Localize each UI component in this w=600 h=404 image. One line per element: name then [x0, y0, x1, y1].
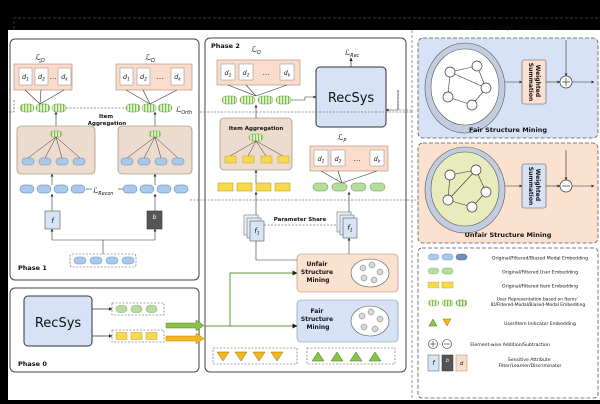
user-representation-row-phase2	[221, 95, 292, 105]
phase0-user-embeddings	[115, 305, 158, 313]
svg-text:…: …	[354, 155, 361, 163]
loss-discriminator-right: ℒD	[145, 53, 155, 64]
svg-text:b: b	[153, 214, 157, 221]
loss-orth: ℒOrth	[176, 105, 192, 116]
svg-text:…: …	[263, 69, 270, 77]
phase2-panel: Phase 2 ℒD d1 d2 … dk Item Aggregation	[204, 37, 407, 373]
item-flow-arrow	[165, 332, 205, 345]
filter-f1-user: f1	[336, 211, 358, 239]
fan-lines-left	[24, 89, 65, 105]
phase0-item-embeddings	[115, 332, 158, 340]
weighted-summation-label-bottom: Weighted Summation	[527, 167, 541, 205]
legend-item-item: Original/Filtered Item Embedding	[427, 281, 578, 290]
user-flow-arrow	[165, 319, 205, 332]
recsys-phase0-box	[23, 295, 93, 347]
svg-text:f1: f1	[347, 224, 352, 234]
loss-rec: ℒRec	[345, 48, 360, 59]
unfair-structure-mining-box: Unfair Structure Mining	[296, 253, 399, 293]
loss-discriminator-left: ℒD	[35, 53, 45, 64]
modal-embedding-row-left	[19, 184, 86, 194]
legend-item-user: Original/Filtered User Embedding	[427, 267, 578, 276]
parameter-share-label: Parameter Share	[274, 217, 327, 223]
item-aggregation-box-phase2: Item Aggregation	[219, 117, 293, 171]
filter-f1-item: f1	[243, 214, 265, 242]
legend-text-1: Original/Filtered User Embedding	[502, 270, 578, 276]
user-indicator-triangles	[311, 351, 382, 362]
discriminator-block-phase2: d1 d2 … dk	[216, 59, 301, 86]
phase0-panel: Phase 0 RecSys	[9, 287, 205, 373]
fair-structure-mining-title: Fair Structure Mining	[469, 126, 547, 134]
item-aggregation-box-left	[16, 125, 96, 175]
fair-box-label: Fair Structure Mining	[301, 308, 335, 331]
legend-item-indicator: User/Item Indicator Embedding	[428, 318, 576, 327]
unfair-structure-mining-panel: Weighted Summation Unfair Structure Mini…	[417, 142, 599, 244]
svg-text:d2: d2	[38, 73, 45, 83]
svg-text:d2: d2	[140, 73, 147, 83]
legend-text-3: User Representation based on Items' ID/F…	[491, 297, 586, 309]
svg-text:…: …	[50, 73, 57, 81]
loss-discriminator-phase2: ℒD	[251, 45, 261, 56]
filter-f: f	[44, 210, 61, 230]
learner-b: b	[146, 210, 163, 230]
modal-embedding-row-right	[122, 184, 189, 194]
phase2-label: Phase 2	[211, 42, 240, 50]
svg-text:d2: d2	[242, 69, 249, 79]
svg-text:b: b	[446, 358, 449, 364]
loss-recon: ℒRecon	[93, 186, 113, 197]
svg-text:f: f	[51, 217, 55, 225]
svg-text:d1: d1	[22, 73, 29, 83]
legend-text-0: Original/Filtered/Biased Modal Embedding	[492, 256, 588, 262]
svg-text:d1: d1	[224, 69, 231, 79]
unfair-structure-mining-title: Unfair Structure Mining	[465, 231, 552, 239]
discriminator-block-left: d1 d2 … dk	[13, 63, 73, 91]
svg-text:d1: d1	[123, 73, 130, 83]
user-graph-construction-title: User-User Graph Construction	[461, 23, 558, 31]
user-embedding-row-phase2	[312, 182, 386, 192]
user-representation-row-right	[125, 103, 173, 113]
svg-text:d1: d1	[317, 155, 324, 165]
discriminator-block-right: d1 d2 … dk	[115, 63, 193, 91]
recsys-phase2-label: RecSys	[328, 91, 375, 106]
svg-text:dk: dk	[374, 155, 381, 165]
weighted-summation-label-top: Weighted Summation	[527, 63, 541, 101]
fair-structure-mining-panel: Weighted Summation Fair Structure Mining	[417, 37, 599, 139]
item-aggregation-label-phase1: Item Aggregation	[88, 114, 127, 127]
legend-text-5: Element-wise Addition/Subtraction	[470, 342, 550, 348]
predictor-block-phase2: d1 d2 … dk	[309, 145, 389, 172]
item-aggregation-box-right	[117, 125, 193, 175]
legend-text-6: Sensitive Attribute Filter/Learner/Discr…	[499, 357, 562, 369]
phase0-label: Phase 0	[18, 360, 47, 368]
legend-item-user-representation: User Representation based on Items' ID/F…	[427, 297, 586, 309]
svg-text:f1: f1	[254, 227, 259, 237]
legend-text-4: User/Item Indicator Embedding	[504, 321, 576, 327]
recsys-phase0-label: RecSys	[35, 316, 82, 331]
legend-text-2: Original/Filtered Item Embedding	[502, 284, 578, 290]
input-modal-container	[69, 253, 137, 268]
top-connector: User-User Graph Construction	[13, 17, 598, 31]
svg-text:d2: d2	[334, 155, 341, 165]
phase1-label: Phase 1	[18, 264, 47, 272]
svg-text:dk: dk	[284, 69, 291, 79]
item-indicator-triangles	[216, 351, 284, 362]
item-aggregation-label-phase2: Item Aggregation	[229, 126, 284, 132]
loss-predictor: ℒP	[338, 133, 347, 144]
svg-text:…: …	[157, 73, 164, 81]
legend: Original/Filtered/Biased Modal Embedding…	[417, 247, 599, 399]
phase1-panel: Phase 1 d1 d2 … dk d1 d2 … dk ℒD ℒD	[9, 38, 200, 281]
fair-structure-mining-box: Fair Structure Mining	[296, 299, 399, 343]
item-embedding-row-phase2	[217, 182, 291, 192]
legend-item-modal: Original/Filtered/Biased Modal Embedding	[427, 253, 588, 262]
svg-text:d: d	[460, 361, 464, 367]
unfair-box-label: Unfair Structure Mining	[301, 261, 335, 284]
legend-item-filters: f b d Sensitive Attribute Filter/Learner…	[427, 354, 562, 372]
svg-text:dk: dk	[61, 73, 68, 83]
svg-text:f: f	[432, 360, 435, 367]
input-modal-embeddings	[73, 256, 135, 265]
fan-lines-right	[125, 89, 178, 105]
legend-item-add-subtract: Element-wise Addition/Subtraction	[428, 339, 550, 349]
user-representation-row-left	[19, 103, 67, 113]
svg-text:dk: dk	[174, 73, 181, 83]
